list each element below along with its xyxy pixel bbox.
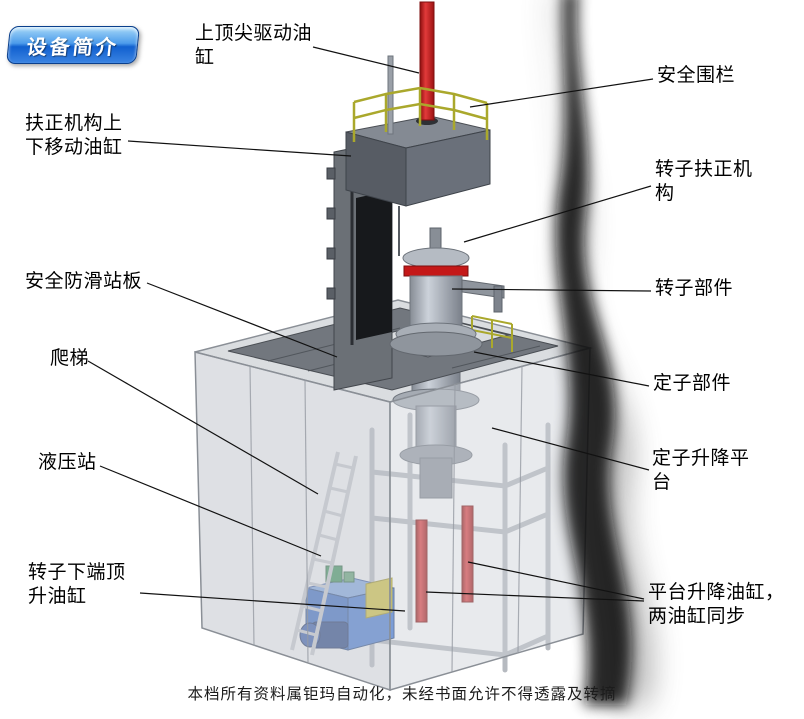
platform-lift-red-cylinders bbox=[415, 505, 474, 623]
label-stator-lift-platform: 定子升降平台 bbox=[652, 448, 750, 493]
label-ladder: 爬梯 bbox=[50, 348, 90, 369]
label-rotor-bottom-cylinder: 转子下端顶升油缸 bbox=[28, 562, 126, 607]
press-column bbox=[326, 139, 393, 391]
label-centering-move-cylinder: 扶正机构上下移动油缸 bbox=[25, 113, 123, 158]
equipment-intro-badge[interactable]: 设备简介 bbox=[6, 26, 140, 64]
label-antislip-plate: 安全防滑站板 bbox=[25, 271, 143, 292]
top-drive-cylinder-rod bbox=[387, 55, 394, 135]
label-rotor-part: 转子部件 bbox=[655, 278, 734, 299]
label-top-drive-cylinder: 上顶尖驱动油缸 bbox=[195, 23, 313, 68]
safety-fence-railing bbox=[352, 86, 489, 142]
label-hydraulic-station: 液压站 bbox=[38, 452, 97, 473]
footer-watermark: 本档所有资料属钜玛自动化，未经书面允许不得透露及转摘 bbox=[187, 686, 617, 703]
label-platform-lift-cylinders: 平台升降油缸，两油缸同步 bbox=[648, 582, 785, 627]
label-rotor-centering-mech: 转子扶正机构 bbox=[655, 159, 753, 204]
top-drive-cylinder bbox=[419, 1, 435, 121]
enclosure-left-face bbox=[194, 351, 391, 692]
label-stator-part: 定子部件 bbox=[653, 373, 732, 394]
label-safety-fence: 安全围栏 bbox=[657, 65, 736, 86]
enclosure-right-face bbox=[389, 347, 591, 691]
